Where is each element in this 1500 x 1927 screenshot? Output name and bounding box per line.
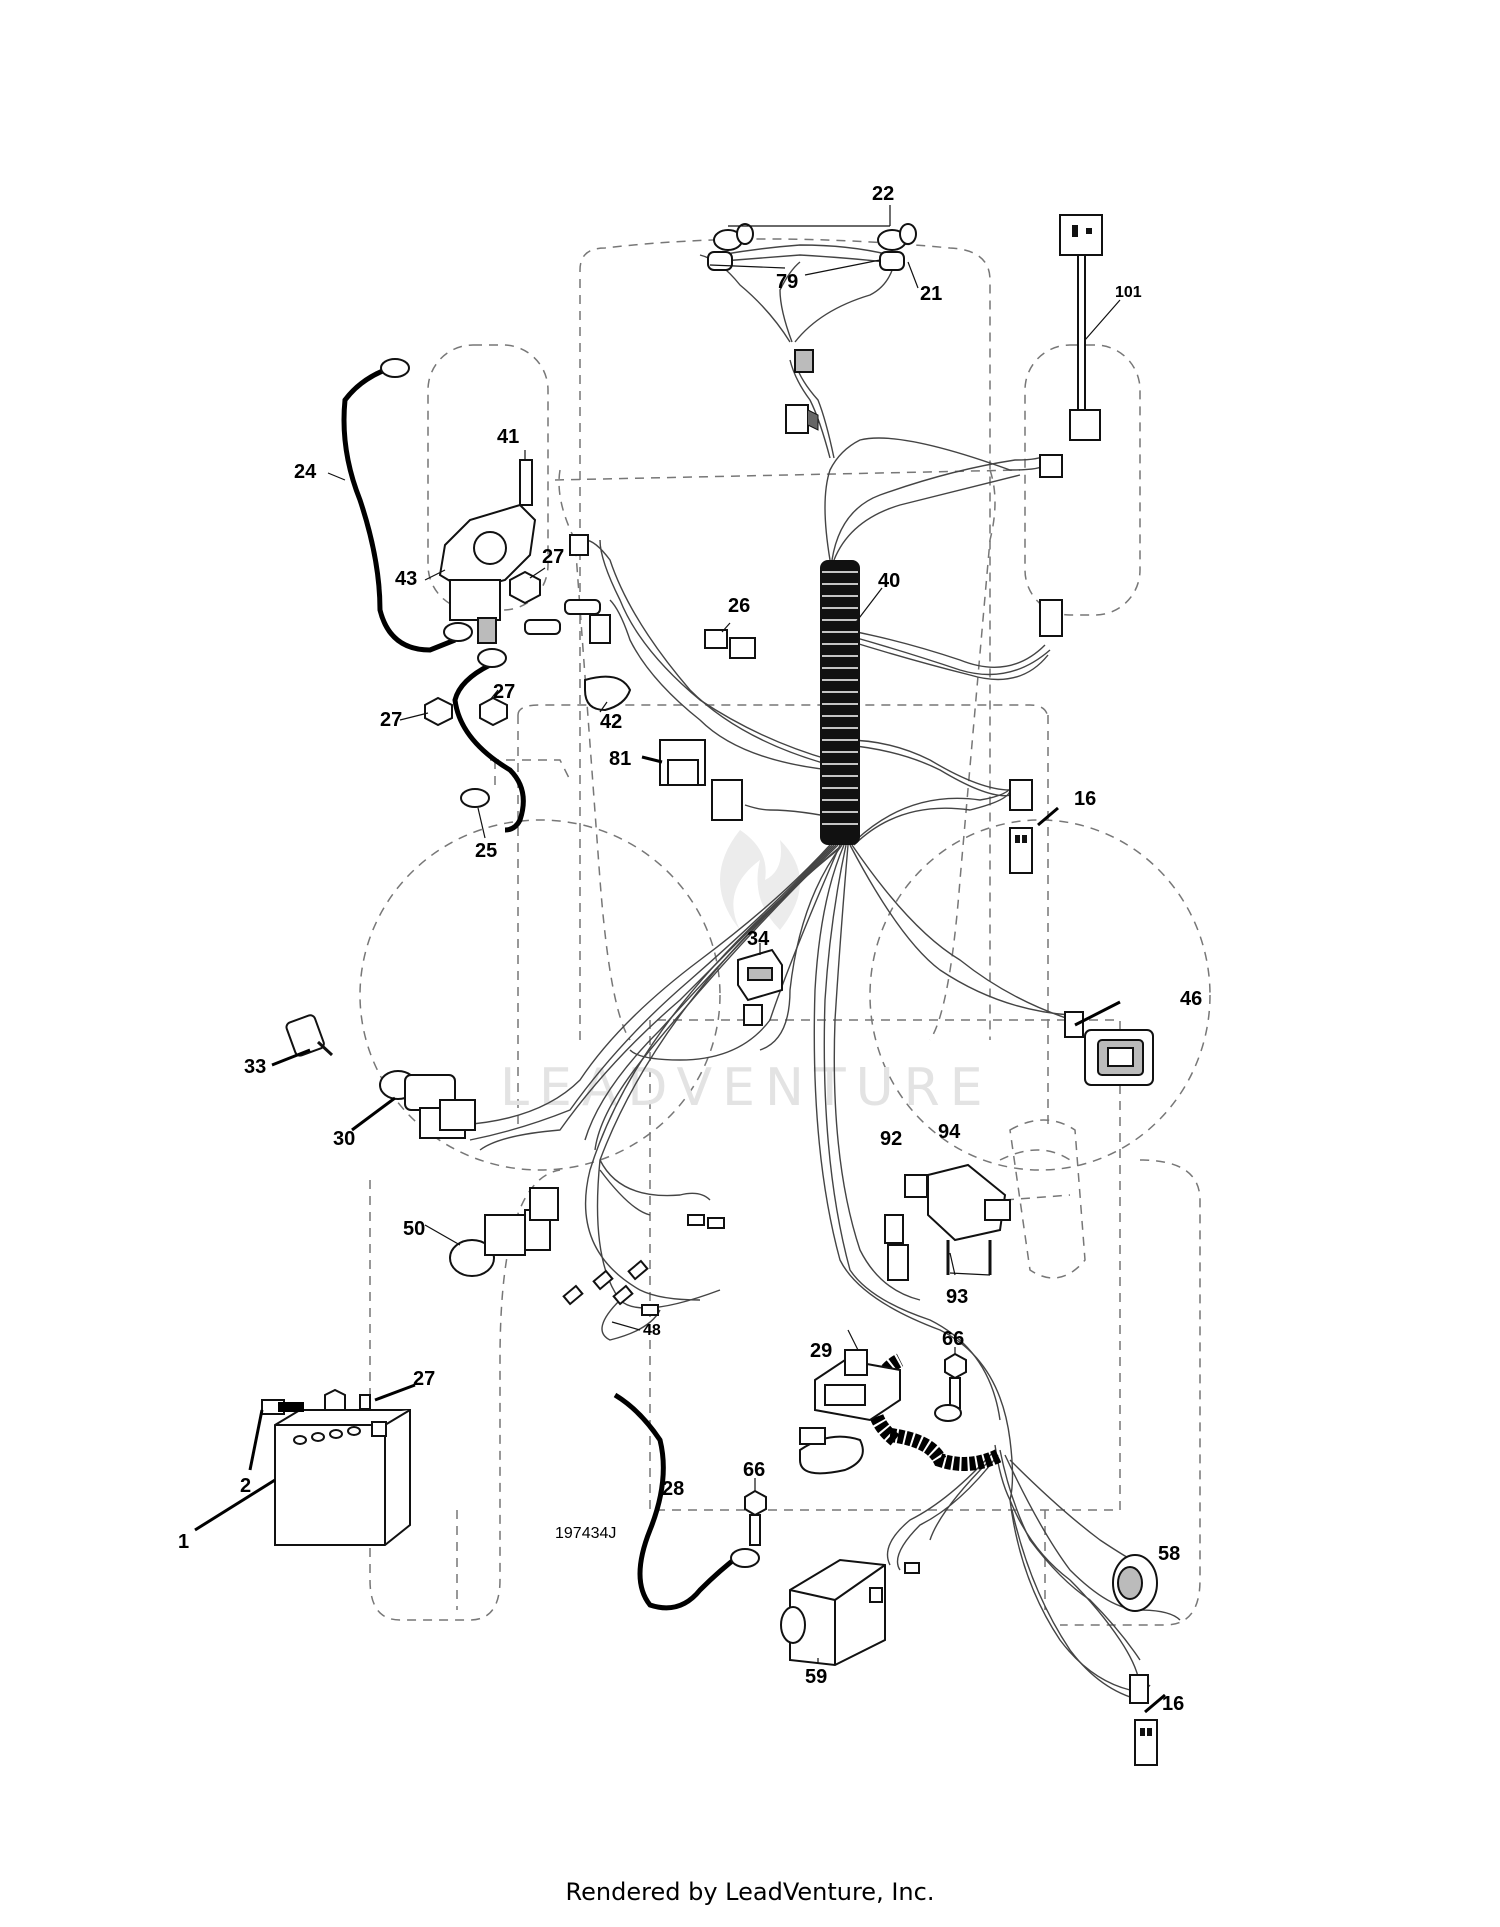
callout-41: 41	[497, 426, 519, 448]
callout-42: 42	[600, 711, 622, 733]
ignition-switch	[379, 1070, 476, 1139]
callout-2: 2	[240, 1475, 251, 1497]
callout-79: 79	[776, 271, 798, 293]
callout-labels: 22 79 21 101 41 24 43 27 27 27 40 26 42 …	[178, 183, 1202, 1715]
callout-40: 40	[878, 570, 900, 592]
switch-46	[1064, 1011, 1154, 1086]
callout-16-upper: 16	[1074, 788, 1096, 810]
callout-33: 33	[244, 1056, 266, 1078]
connector-16-lower	[1129, 1674, 1158, 1766]
part-59-module	[780, 1558, 920, 1667]
leader-lines	[327, 205, 1121, 1663]
watermark-logo: LEADVENTURE	[500, 830, 993, 1118]
callout-27-a: 27	[542, 546, 564, 568]
callout-101: 101	[1115, 284, 1142, 301]
callout-26: 26	[728, 595, 750, 617]
callout-30: 30	[333, 1128, 355, 1150]
part-29-switch	[799, 1349, 901, 1475]
watermark-text: LEADVENTURE	[500, 1058, 993, 1118]
switch-94	[927, 1163, 1011, 1275]
part-58-sensor	[1112, 1554, 1158, 1612]
callout-29: 29	[810, 1340, 832, 1362]
callout-66-upper: 66	[942, 1328, 964, 1350]
callout-34: 34	[747, 928, 770, 950]
callout-66-lower: 66	[743, 1459, 765, 1481]
callout-81: 81	[609, 748, 631, 770]
callout-27-c: 27	[493, 681, 515, 703]
terminals-48	[562, 1214, 725, 1316]
headlamps	[707, 223, 917, 434]
switch-34	[737, 948, 783, 1026]
callout-27-d: 27	[413, 1368, 435, 1390]
relay-and-fuse	[659, 629, 756, 821]
switch-92	[884, 1174, 928, 1281]
cable-25	[452, 662, 526, 833]
harness-loom	[820, 560, 1004, 1471]
ignition-key	[285, 1014, 334, 1057]
callout-1: 1	[178, 1531, 189, 1553]
battery-cables	[341, 367, 742, 1611]
leader-arrows	[194, 755, 1166, 1714]
connector-16-upper	[1009, 779, 1033, 874]
callout-43: 43	[395, 568, 417, 590]
callout-24: 24	[294, 461, 317, 483]
callout-93: 93	[946, 1286, 968, 1308]
tractor-outline	[359, 238, 1211, 1626]
callout-25: 25	[475, 840, 497, 862]
bolt-66-upper	[934, 1352, 967, 1422]
callout-46: 46	[1180, 988, 1202, 1010]
battery	[261, 1388, 411, 1546]
callout-92: 92	[880, 1128, 902, 1150]
solenoid-assembly	[380, 358, 632, 808]
part-101-cord	[1039, 214, 1103, 637]
pto-switch	[449, 1187, 559, 1277]
cable-28	[613, 1392, 742, 1611]
callout-50: 50	[403, 1218, 425, 1240]
callout-94: 94	[938, 1121, 961, 1143]
cable-24	[341, 367, 456, 653]
callout-48: 48	[643, 1322, 661, 1339]
harness-wires	[459, 244, 1181, 1701]
callout-21: 21	[920, 283, 942, 305]
part-code: 197434J	[555, 1525, 616, 1542]
footer-credit: Rendered by LeadVenture, Inc.	[565, 1878, 935, 1906]
bolt-66-lower	[730, 1489, 767, 1568]
callout-59: 59	[805, 1666, 827, 1688]
callout-27-b: 27	[380, 709, 402, 731]
callout-58: 58	[1158, 1543, 1180, 1565]
callout-16-lower: 16	[1162, 1693, 1184, 1715]
callout-22: 22	[872, 183, 894, 205]
callout-28: 28	[662, 1478, 684, 1500]
